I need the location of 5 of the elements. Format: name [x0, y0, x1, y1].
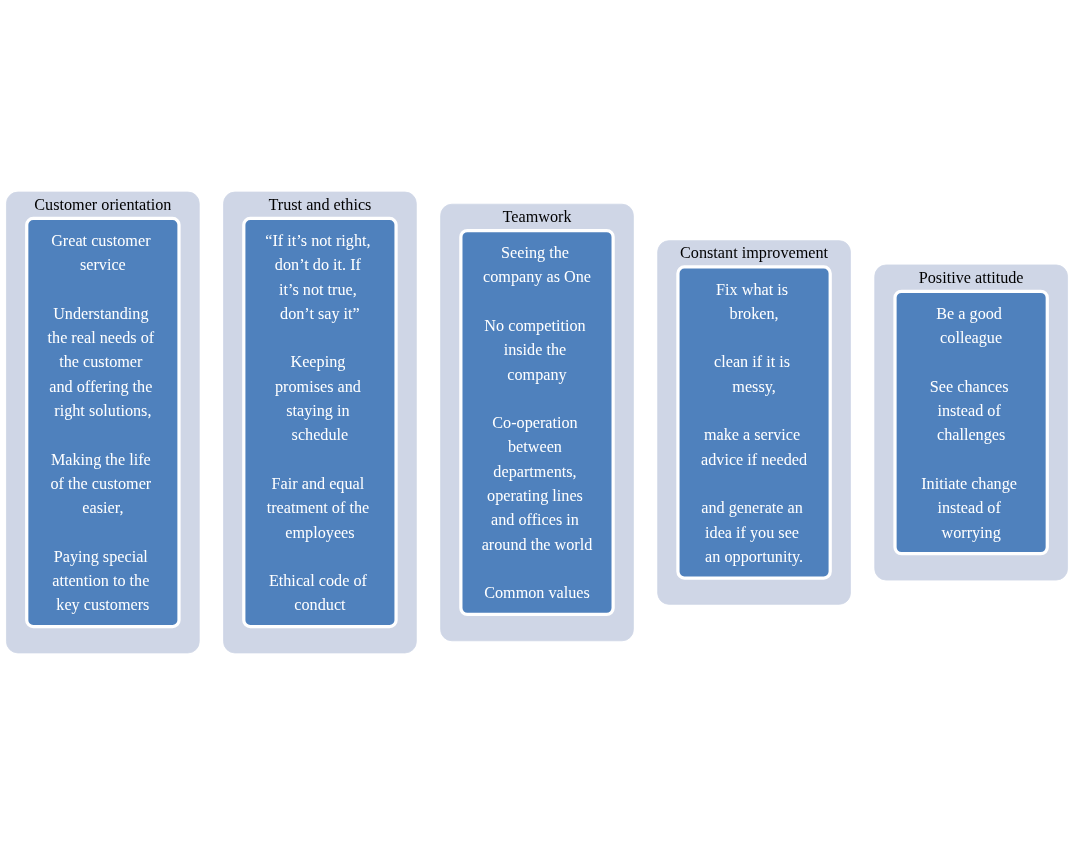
node-box: Fix what is broken, clean if it is messy, make a service advice if needed and generate an idea if you see an opportunity. [676, 265, 832, 580]
node-box: “If it’s not right, don’t do it. If it’s not true, don’t say it” Keeping promises and staying in schedule Fair and equal treatment of the employees Ethical code of conduct [242, 216, 398, 629]
node-box: Great customer service Understanding the real needs of the customer and offering the right solutions, Making the life of the customer easier, Paying special attention to the key customers [25, 216, 181, 629]
node-box: Be a good colleague See chances instead of challenges Initiate change instead of worrying [893, 289, 1049, 556]
node-box: Seeing the company as One No competition inside the company Co-operation between departments, operating lines and offices in around the world Common values [459, 228, 615, 617]
